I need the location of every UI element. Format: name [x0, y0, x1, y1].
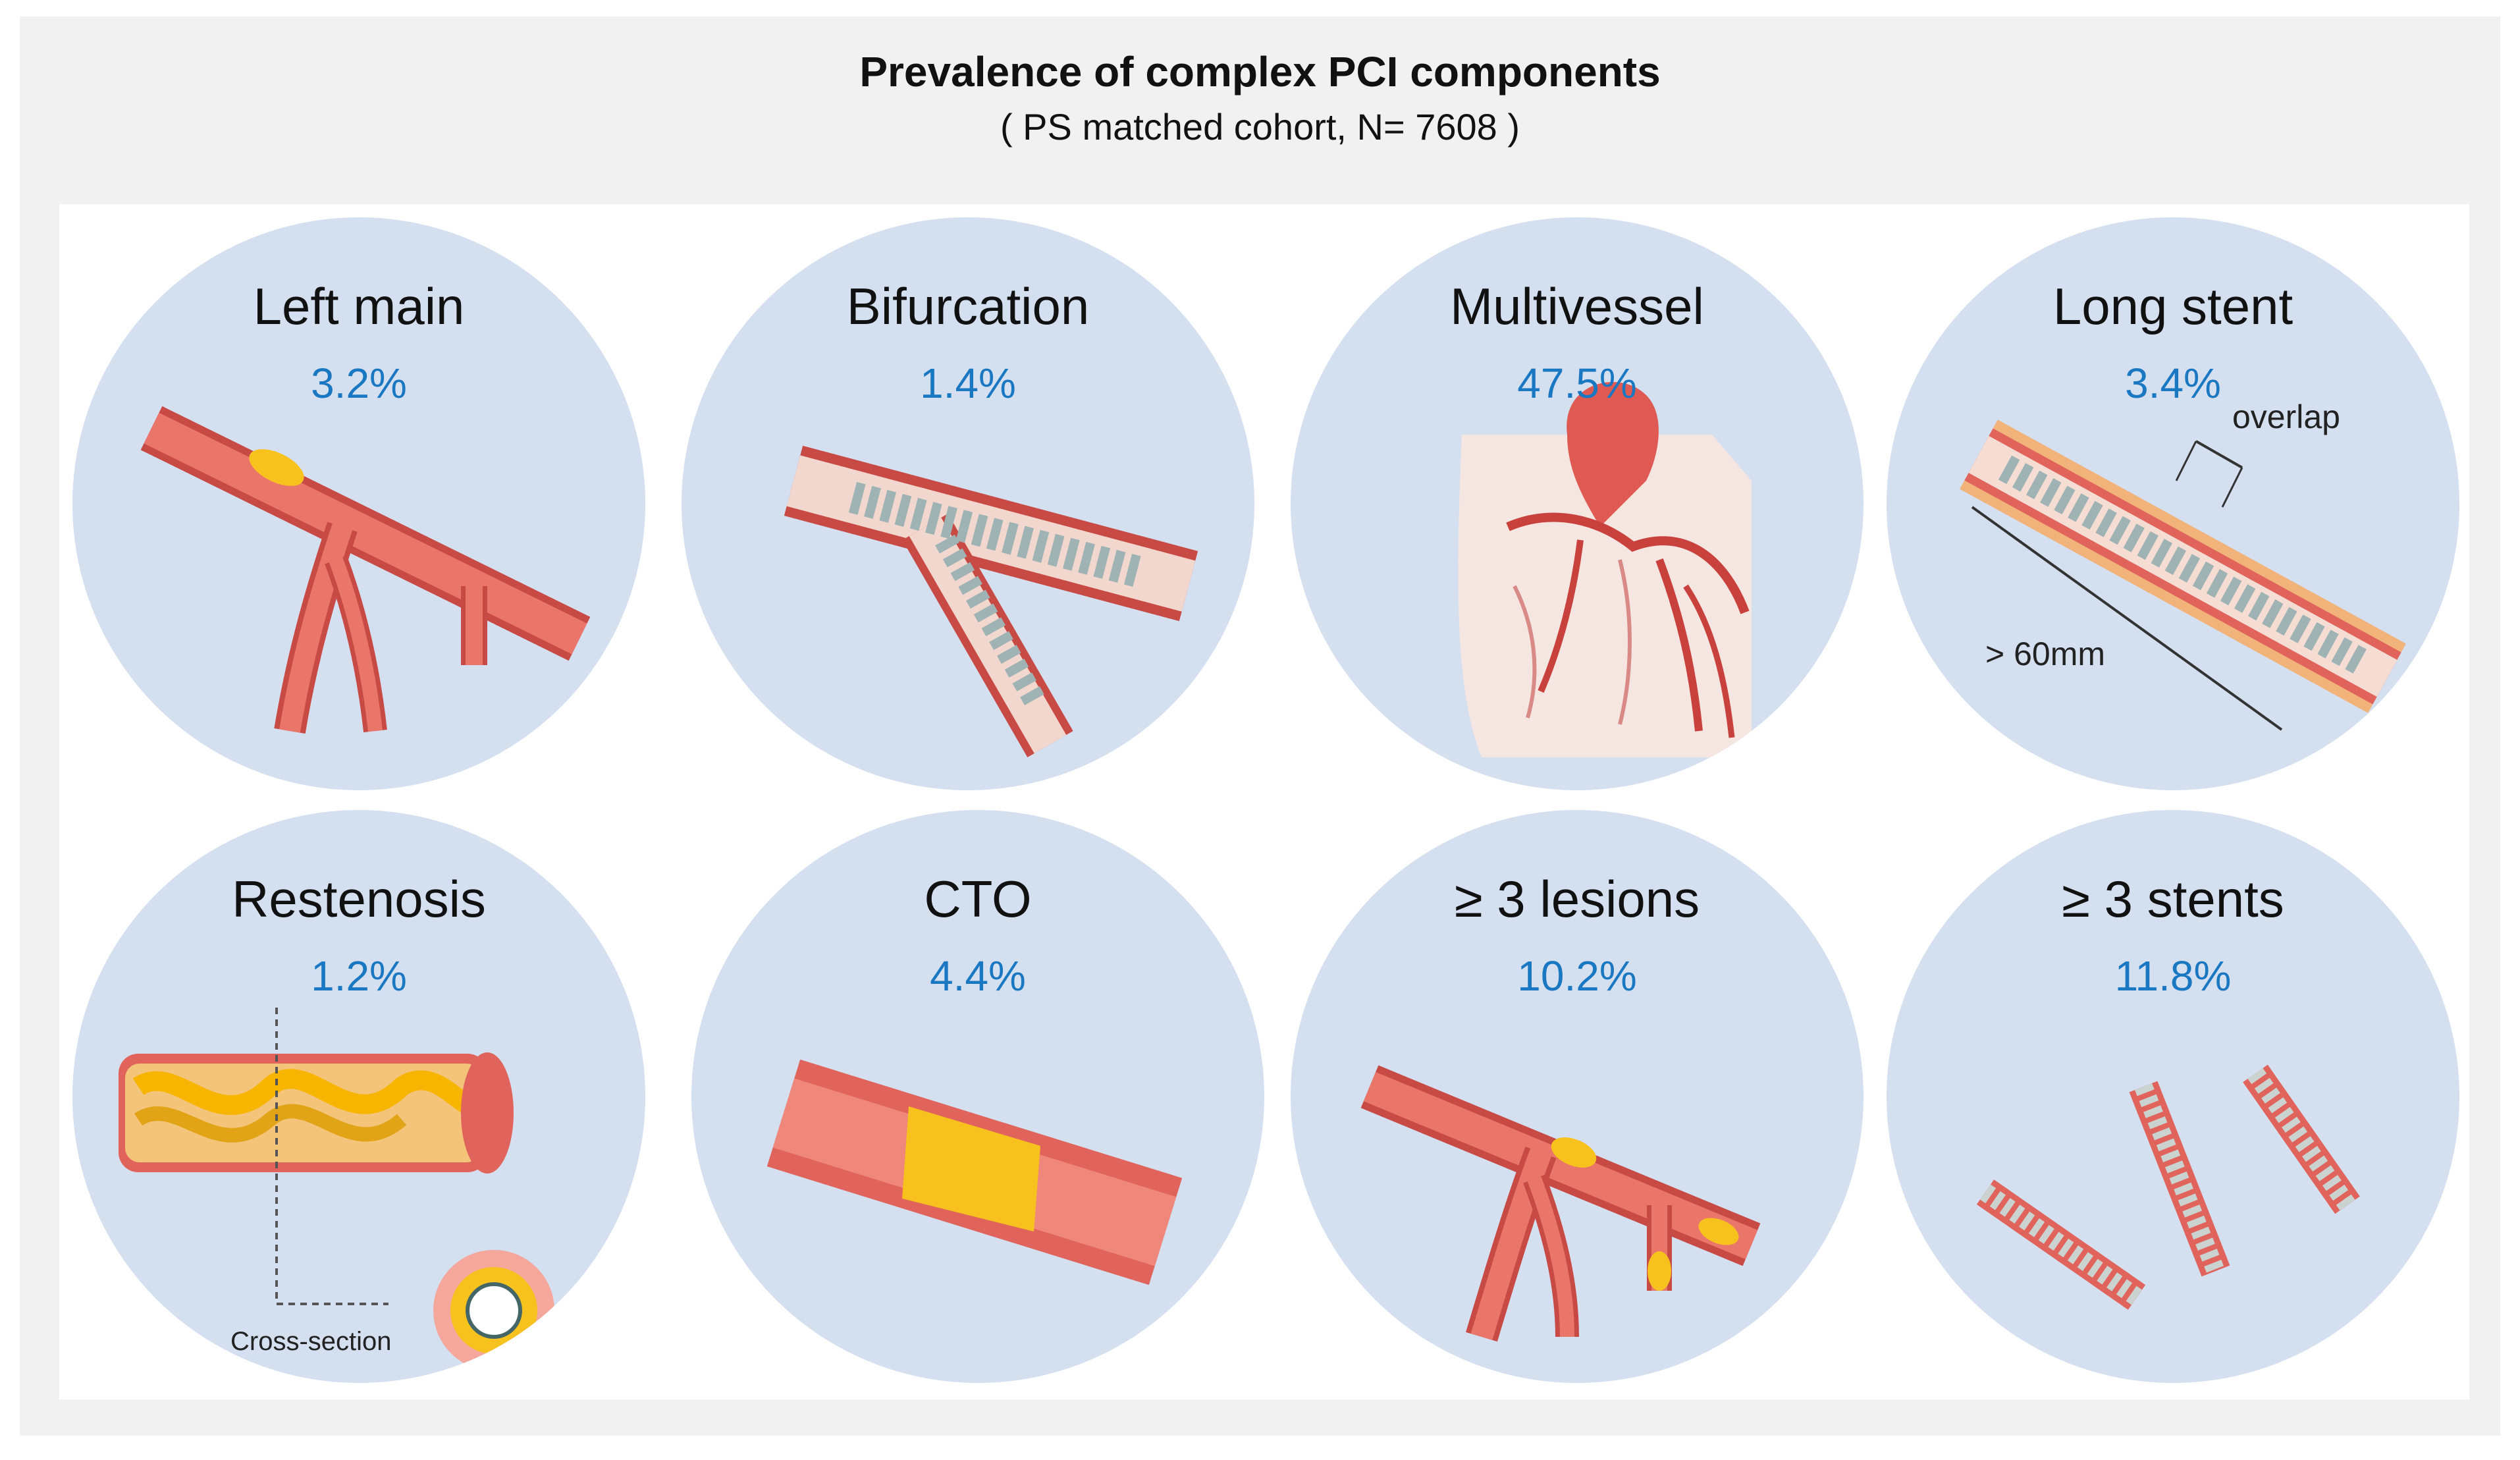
disk-left-main: Left main 3.2% — [72, 217, 645, 790]
disk-multivessel: Multivessel 47.5% — [1291, 217, 1863, 790]
disk-cto: CTO 4.4% — [691, 810, 1264, 1383]
component-label: Bifurcation — [846, 277, 1090, 335]
length-annotation: > 60mm — [1985, 635, 2105, 672]
component-value: 1.4% — [920, 360, 1016, 407]
component-value: 4.4% — [930, 952, 1026, 1000]
component-label: ≥ 3 lesions — [1454, 870, 1700, 928]
components-panel: Left main 3.2% Bifurcation 1.4% Multives… — [59, 204, 2469, 1399]
cto-illustration — [766, 1059, 1183, 1285]
left-main-illustration — [140, 406, 591, 734]
component-value: 1.2% — [311, 952, 407, 1000]
stents-illustration — [1976, 1064, 2360, 1310]
disk-3-stents: ≥ 3 stents 11.8% — [1887, 810, 2459, 1383]
disk-restenosis: Cross-section Restenosis 1.2% — [72, 810, 645, 1383]
component-value: 10.2% — [1517, 952, 1637, 1000]
cross-section-annotation: Cross-section — [230, 1327, 392, 1356]
disk-3-lesions: ≥ 3 lesions 10.2% — [1291, 810, 1863, 1383]
lesions-illustration — [1360, 1065, 1761, 1342]
occlusion-plaque — [902, 1106, 1040, 1231]
component-value: 47.5% — [1517, 360, 1637, 407]
component-label: Long stent — [2052, 277, 2293, 335]
component-label: Multivessel — [1450, 277, 1704, 335]
disk-bifurcation: Bifurcation 1.4% — [682, 217, 1254, 790]
component-label: Left main — [253, 277, 465, 335]
component-label: Restenosis — [232, 870, 486, 928]
component-label: ≥ 3 stents — [2062, 870, 2284, 928]
bifurcation-illustration — [784, 445, 1198, 757]
component-value: 11.8% — [2114, 952, 2232, 1000]
restenosis-illustration: Cross-section — [119, 1008, 554, 1371]
heart-illustration — [1458, 382, 1752, 757]
figure-subtitle: ( PS matched cohort, N= 7608 ) — [1000, 106, 1520, 148]
figure-title: Prevalence of complex PCI components — [859, 48, 1661, 95]
component-value: 3.4% — [2125, 360, 2221, 407]
component-label: CTO — [924, 870, 1032, 928]
plaque — [249, 449, 304, 486]
overlap-annotation: overlap — [2232, 398, 2340, 435]
component-value: 3.2% — [311, 360, 407, 407]
disk-long-stent: overlap > 60mm Long stent 3.4% — [1887, 217, 2459, 790]
long-stent-illustration: overlap > 60mm — [1960, 398, 2406, 731]
length-arrow — [1971, 506, 2283, 731]
